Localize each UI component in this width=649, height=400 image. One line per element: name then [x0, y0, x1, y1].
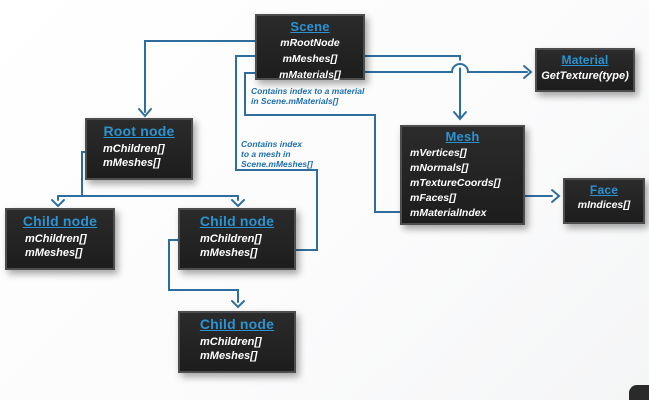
child-node-middle: Child node mChildren[] mMeshes[] [178, 208, 296, 270]
mesh-field-mnormals: mNormals[] [410, 162, 469, 174]
arrow-down-child-mid [231, 199, 245, 208]
child-mid-field-mchildren: mChildren[] [200, 233, 262, 245]
annotation-mesh-line2: to a mesh in [241, 149, 291, 159]
mesh-field-mtexturecoords: mTextureCoords[] [410, 177, 501, 189]
root-field-mmeshes: mMeshes[] [103, 157, 161, 169]
child-node-left: Child node mChildren[] mMeshes[] [5, 208, 115, 270]
child-bottom-field-mchildren: mChildren[] [200, 336, 262, 348]
child-left-field-mchildren: mChildren[] [25, 233, 87, 245]
annotation-mesh-index: Contains index to a mesh in Scene.mMeshe… [241, 139, 313, 169]
child-bottom-title: Child node [199, 316, 275, 332]
mesh-field-mfaces: mFaces[] [410, 192, 457, 204]
annotation-mesh-line1: Contains index [241, 139, 302, 149]
cropped-corner-shape [629, 385, 649, 400]
child-mid-field-mmeshes: mMeshes[] [200, 247, 258, 259]
arrow-down-rootnode [138, 108, 152, 118]
annotation-material-line1: Contains index to a material [251, 86, 365, 96]
scene-title: Scene [290, 19, 330, 34]
face-title: Face [589, 183, 619, 197]
mesh-title: Mesh [445, 129, 480, 144]
mesh-node: Mesh mVertices[] mNormals[] mTextureCoor… [400, 125, 525, 225]
scene-field-mmaterials: mMaterials[] [279, 69, 341, 81]
material-node: Material GetTexture(type) [535, 48, 635, 92]
material-field-gettexture: GetTexture(type) [541, 70, 629, 82]
arrow-right-material [523, 65, 533, 79]
arrow-down-mesh [453, 111, 467, 121]
annotation-material-index: Contains index to a material in Scene.mM… [251, 86, 364, 106]
root-node: Root node mChildren[] mMeshes[] [85, 118, 193, 180]
child-mid-title: Child node [199, 213, 275, 229]
annotation-material-line2: in Scene.mMaterials[] [251, 96, 339, 106]
arrow-down-child-left [51, 199, 65, 208]
root-field-mchildren: mChildren[] [103, 143, 165, 155]
arrow-down-child-bottom [231, 300, 245, 309]
material-title: Material [561, 53, 609, 67]
scene-field-mmeshes: mMeshes[] [282, 53, 338, 65]
annotation-mesh-line3: Scene.mMeshes[] [241, 159, 313, 169]
arrow-right-face [551, 189, 561, 203]
scene-node: Scene mRootNode mMeshes[] mMaterials[] [255, 14, 365, 81]
child-left-title: Child node [22, 213, 98, 229]
child-bottom-field-mmeshes: mMeshes[] [200, 350, 258, 362]
edge-scene-material [349, 63, 528, 73]
mesh-field-mvertices: mVertices[] [410, 147, 467, 159]
face-field-mindices: mIndices[] [577, 199, 631, 211]
mesh-field-mmaterialindex: mMaterialIndex [410, 207, 487, 219]
root-node-title: Root node [103, 123, 175, 139]
child-left-field-mmeshes: mMeshes[] [25, 247, 83, 259]
face-node: Face mIndices[] [563, 178, 645, 224]
child-node-bottom: Child node mChildren[] mMeshes[] [178, 311, 296, 373]
scene-field-mrootnode: mRootNode [280, 37, 340, 49]
